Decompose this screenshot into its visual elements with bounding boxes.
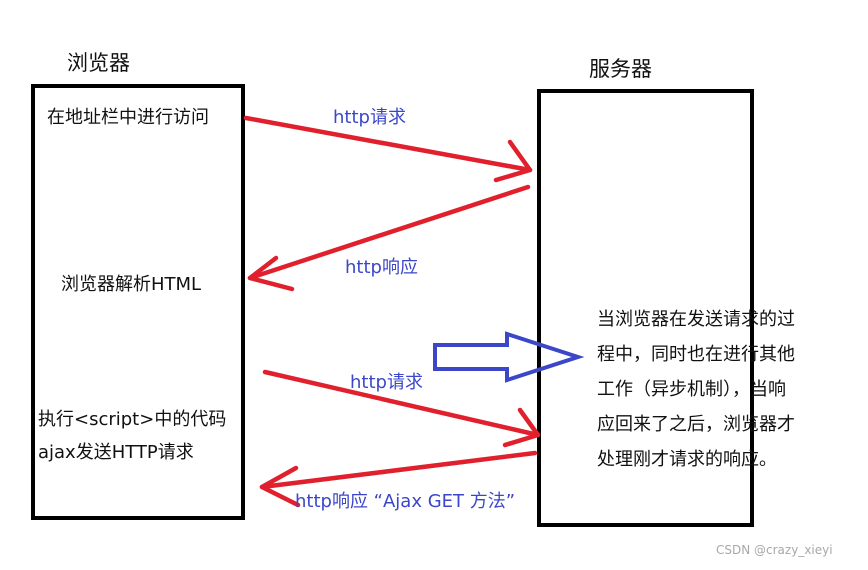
server-note-line-3: 工作（异步机制），当响 <box>597 379 786 400</box>
request-arrow-1-head <box>493 139 533 183</box>
browser-step-parse-html: 浏览器解析HTML <box>61 274 202 295</box>
server-box <box>537 89 754 527</box>
response-label-2: http响应 “Ajax GET 方法” <box>295 491 516 512</box>
request-arrow-1-shaft <box>243 115 533 173</box>
response-label-1: http响应 <box>345 257 418 278</box>
async-block-arrow <box>433 331 585 383</box>
server-note-line-1: 当浏览器在发送请求的过 <box>597 309 795 330</box>
request-label-1: http请求 <box>333 107 406 128</box>
browser-box <box>31 84 245 520</box>
response-arrow-2-shaft <box>259 450 538 490</box>
browser-step-execute-script: 执行<script>中的代码 <box>38 409 227 430</box>
server-note-line-2: 程中，同时也在进行其他 <box>597 344 795 365</box>
response-arrow-1-shaft <box>247 184 531 281</box>
request-arrow-2-shaft <box>262 369 541 438</box>
response-arrow-1-head <box>247 255 295 292</box>
request-arrow-2-head <box>502 407 541 448</box>
server-note-line-4: 应回来了之后，浏览器才 <box>597 414 795 435</box>
server-note-line-5: 处理刚才请求的响应。 <box>597 449 777 470</box>
watermark: CSDN @crazy_xieyi <box>716 543 833 557</box>
browser-step-ajax-request: ajax发送HTTP请求 <box>38 442 194 463</box>
response-arrow-2-head <box>259 465 301 508</box>
browser-title: 浏览器 <box>67 51 130 75</box>
request-label-2: http请求 <box>350 372 423 393</box>
server-title: 服务器 <box>589 57 652 81</box>
browser-step-address-bar: 在地址栏中进行访问 <box>47 107 209 128</box>
